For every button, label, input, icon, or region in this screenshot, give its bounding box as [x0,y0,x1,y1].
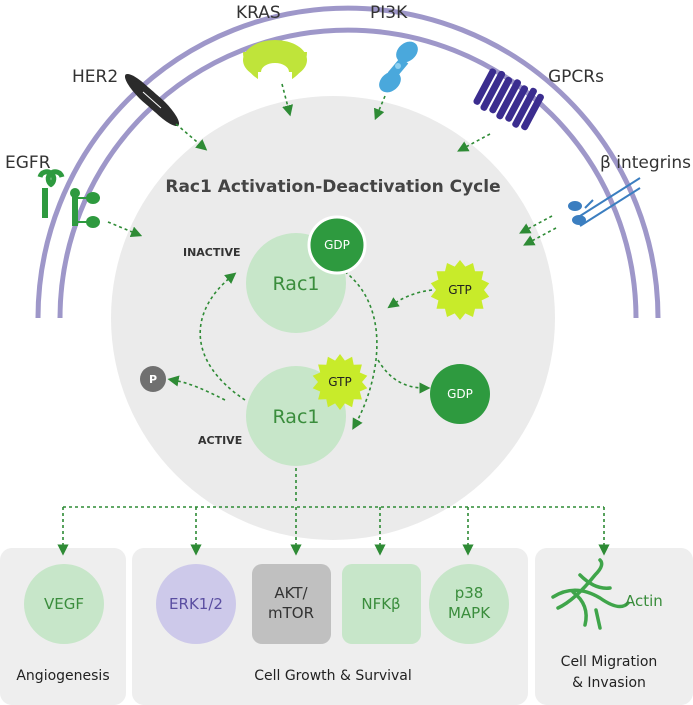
kras-receptor-icon [243,40,307,86]
vegf-node [24,564,104,644]
integrins-label: β integrins [600,153,691,173]
gdp-bound-label: GDP [324,238,350,252]
akt-label: AKT/ [274,584,308,602]
actin-icon [551,558,630,630]
gdp-released-node [430,364,490,424]
her2-label: HER2 [72,67,118,87]
gtp-bound-star [312,354,368,410]
p38-label: p38 [455,584,484,602]
mtor-label: mTOR [268,604,314,622]
cell-membrane [35,5,661,319]
phosphate-node [140,366,166,392]
gtp-bound-label: GTP [328,375,351,389]
gpcrs-label: GPCRs [548,67,604,87]
vegf-label: VEGF [44,595,84,613]
gdp-bound-node [307,215,367,275]
gtp-incoming-label: GTP [448,283,471,297]
gtp-incoming-star [430,260,490,320]
nfkb-label: NFKβ [361,595,400,613]
nfkb-node [342,564,421,644]
migration-panel [535,548,693,705]
rac1-inactive-label: Rac1 [273,273,320,295]
growth-label: Cell Growth & Survival [254,668,412,684]
actin-label: Actin [625,592,663,610]
her2-receptor-icon [124,73,180,127]
cycle-arrows [167,264,433,430]
downstream-arrows [57,468,610,556]
migration-label-line1: Cell Migration [561,654,658,670]
active-state-label: ACTIVE [198,434,242,447]
kras-label: KRAS [236,3,281,23]
erk12-label: ERK1/2 [169,595,223,613]
egfr-receptor-icon [37,169,100,228]
angiogenesis-label: Angiogenesis [16,668,109,684]
inactive-state-label: INACTIVE [183,246,241,259]
rac1-active-label: Rac1 [273,406,320,428]
pi3k-receptor-icon [379,41,418,93]
gpcrs-receptor-icon [473,68,544,131]
cycle-title: Rac1 Activation-Deactivation Cycle [165,177,500,197]
cycle-background [111,96,555,540]
migration-label-line2: & Invasion [572,675,646,691]
akt-mtor-node [252,564,331,644]
erk12-node [156,564,236,644]
mapk-label: MAPK [448,604,491,622]
receptor-arrows [107,83,557,246]
integrin-receptor-icon [568,177,641,227]
phosphate-label: P [149,373,157,386]
p38-mapk-node [429,564,509,644]
pi3k-label: PI3K [370,3,408,23]
egfr-label: EGFR [5,153,51,173]
gdp-released-label: GDP [447,387,473,401]
